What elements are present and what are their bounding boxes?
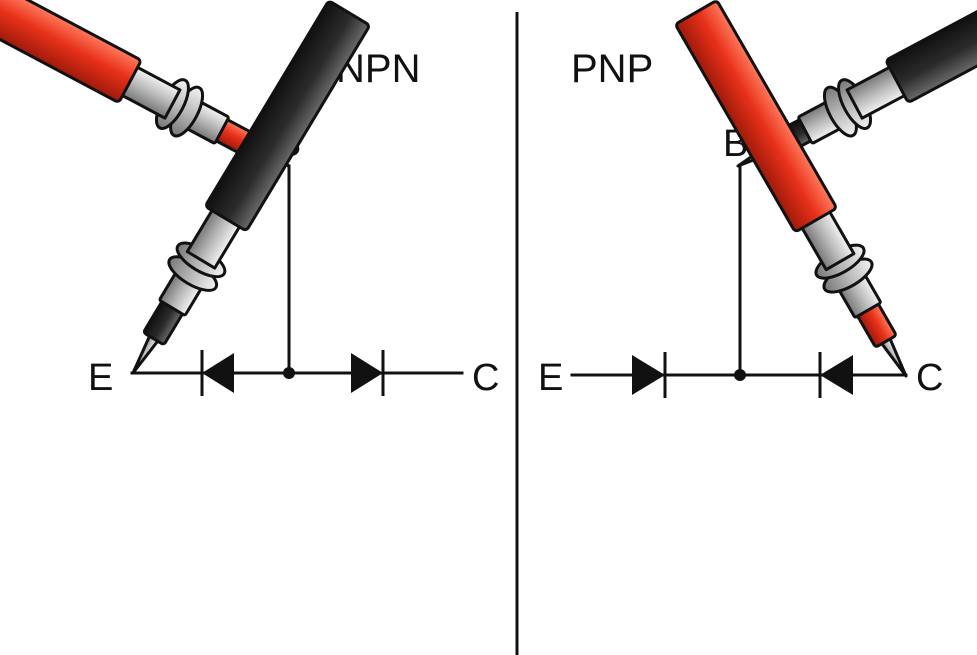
pnp-emitter-label: E (538, 357, 563, 399)
npn-base-emitter-diode (200, 350, 234, 396)
npn-base-collector-diode (351, 350, 385, 396)
npn-black-probe (108, 0, 374, 389)
pnp-emitter-base-diode (632, 352, 667, 398)
pnp-title: PNP (571, 47, 653, 91)
pnp-collector-base-diode (818, 352, 853, 398)
npn-junction-dot (283, 367, 295, 379)
npn-emitter-label: E (88, 357, 113, 399)
npn-panel: NPN B E C (0, 0, 499, 399)
npn-collector-label: C (472, 357, 499, 399)
pnp-collector-label: C (916, 357, 943, 399)
pnp-junction-dot (734, 369, 746, 381)
pnp-panel: PNP B E C (538, 0, 977, 399)
